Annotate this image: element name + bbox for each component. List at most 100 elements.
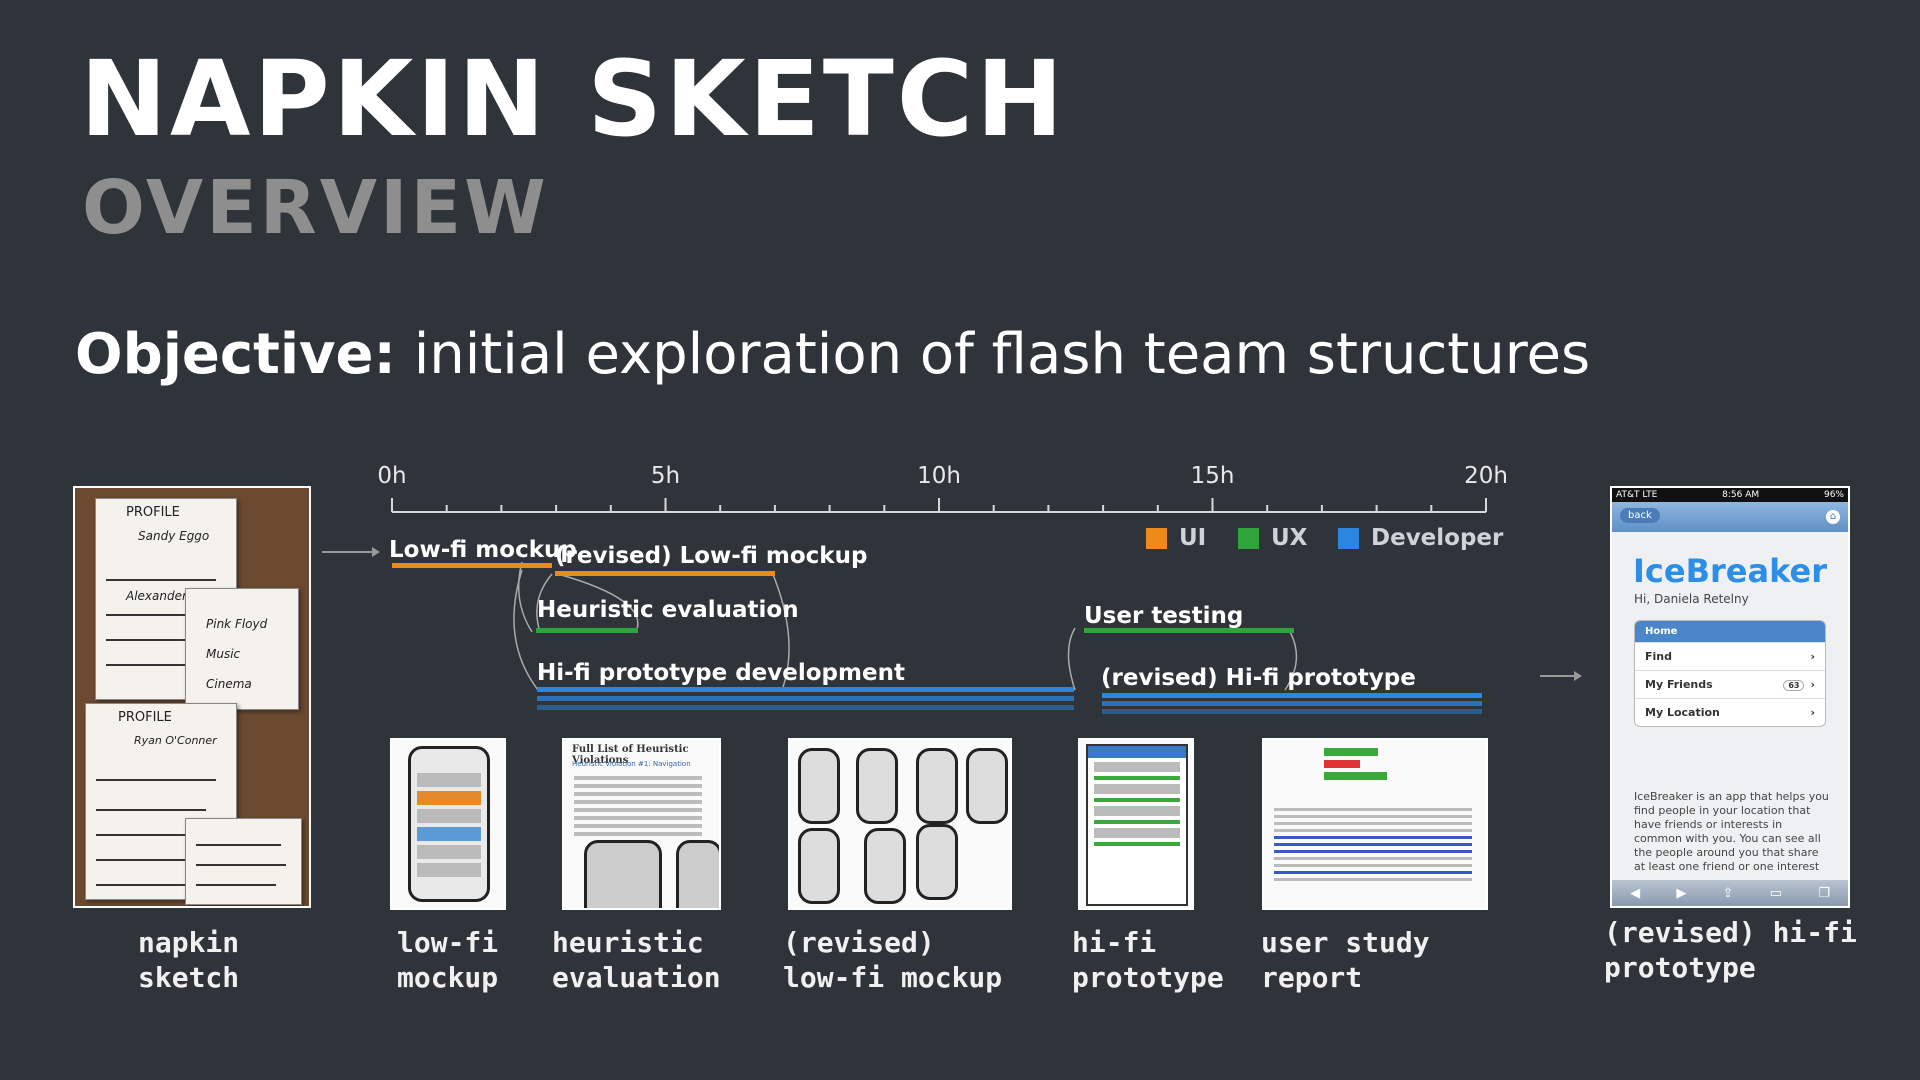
task-label-user-testing: User testing	[1084, 603, 1244, 629]
chevron-right-icon: ›	[1810, 650, 1815, 663]
napkin-sketch-image: PROFILE Sandy Eggo Alexander Pink Floyd …	[73, 486, 311, 908]
status-carrier: AT&T LTE	[1616, 490, 1658, 500]
phone-outline	[798, 748, 840, 824]
task-bar-revised-hifi-2	[1102, 701, 1482, 706]
legend-ux-swatch	[1238, 527, 1259, 549]
legend-developer-swatch	[1338, 527, 1359, 549]
caption-hifi-prototype: hi-fi prototype	[1072, 926, 1224, 994]
legend-ui-label: UI	[1179, 525, 1207, 551]
legend-ui: UI	[1146, 525, 1206, 551]
phone-screen	[1086, 744, 1188, 906]
menu-item-my-location[interactable]: My Location›	[1635, 698, 1825, 726]
sketch-item: Pink Floyd	[206, 617, 268, 631]
sketch-item: Cinema	[206, 677, 252, 691]
tick-label: 0h	[377, 463, 407, 489]
task-label-revised-lowfi: (revised) Low-fi mockup	[555, 543, 868, 569]
revised-hifi-prototype-image: AT&T LTE 8:56 AM 96% back ⌂ IceBreaker H…	[1610, 486, 1850, 908]
home-icon[interactable]: ⌂	[1826, 510, 1840, 524]
phone-outline	[584, 840, 662, 908]
flow-arrowhead	[372, 547, 380, 557]
back-button[interactable]: back	[1620, 508, 1660, 523]
dependency-arrow	[1284, 631, 1298, 691]
objective-line: Objective: initial exploration of flash …	[75, 322, 1590, 387]
task-bar-hifi-dev-2	[537, 696, 1074, 701]
app-logo: IceBreaker	[1633, 552, 1827, 590]
bookmarks-icon[interactable]: ▭	[1769, 885, 1782, 901]
sketch-item: Music	[206, 647, 241, 661]
report-figure	[1324, 744, 1414, 796]
dependency-arrow	[557, 573, 639, 633]
heuristic-doc-subtitle: Heuristic Violation #1: Navigation	[572, 760, 691, 768]
task-bar-revised-hifi-3	[1102, 709, 1482, 714]
legend-ui-swatch	[1146, 527, 1167, 549]
phone-status-bar: AT&T LTE 8:56 AM 96%	[1612, 488, 1848, 502]
task-bar-heuristic	[536, 628, 638, 633]
tabs-icon[interactable]: ❐	[1818, 885, 1830, 901]
task-bar-user-testing	[1084, 628, 1294, 633]
objective-text: initial exploration of flash team struct…	[395, 322, 1591, 387]
caption-heuristic-evaluation: heuristic evaluation	[552, 926, 721, 994]
sketch-profile-label: PROFILE	[126, 505, 180, 520]
objective-label: Objective:	[75, 322, 396, 387]
dependency-arrow	[513, 569, 539, 691]
phone-outline	[676, 840, 719, 908]
tick-label: 10h	[917, 463, 961, 489]
phone-outline	[864, 828, 906, 904]
task-label-revised-hifi: (revised) Hi-fi prototype	[1101, 665, 1416, 691]
sketch-item: Alexander	[126, 589, 187, 603]
heuristic-doc-title: Full List of Heuristic Violations	[572, 744, 689, 766]
forward-arrow-icon[interactable]: ▶	[1676, 885, 1687, 901]
task-bar-hifi-dev-3	[537, 705, 1074, 710]
legend-developer-label: Developer	[1371, 525, 1504, 551]
sketch-name: Sandy Eggo	[138, 529, 210, 543]
dependency-arrow	[536, 573, 553, 633]
legend-ux: UX	[1238, 525, 1307, 551]
menu-item-find[interactable]: Find ›	[1635, 642, 1825, 670]
task-label-lowfi: Low-fi mockup	[389, 537, 577, 563]
status-battery: 96%	[1823, 490, 1844, 500]
phone-outline	[966, 748, 1008, 824]
menu-item-label: My Friends	[1645, 678, 1713, 691]
phone-outline	[916, 748, 958, 824]
hifi-prototype-image	[1078, 738, 1194, 910]
menu-item-label: Find	[1645, 650, 1672, 663]
task-label-heuristic: Heuristic evaluation	[537, 597, 799, 623]
task-bar-revised-lowfi	[555, 571, 775, 576]
tick-label: 15h	[1190, 463, 1235, 489]
caption-user-study-report: user study report	[1261, 926, 1430, 994]
timeline-ticks	[391, 498, 1487, 512]
sketch-paper	[185, 818, 302, 905]
caption-lowfi-mockup: low-fi mockup	[397, 926, 499, 994]
menu-header[interactable]: Home	[1635, 621, 1825, 642]
task-bar-lowfi	[392, 563, 552, 568]
phone-nav-bar: back ⌂	[1612, 502, 1848, 532]
caption-revised-lowfi-mockup: (revised) low-fi mockup	[783, 926, 1003, 994]
slide-title: NAPKIN SKETCH	[80, 38, 1067, 160]
menu-item-my-friends[interactable]: My Friends 63 ›	[1635, 670, 1825, 698]
dependency-arrow	[1067, 627, 1076, 691]
dependency-arrow	[771, 571, 790, 691]
status-time: 8:56 AM	[1722, 490, 1760, 500]
phone-outline	[856, 748, 898, 824]
share-icon[interactable]: ⇪	[1722, 885, 1734, 901]
task-bar-hifi-dev-1	[537, 687, 1074, 692]
back-arrow-icon[interactable]: ◀	[1630, 885, 1641, 901]
task-label-hifi-dev: Hi-fi prototype development	[537, 660, 905, 686]
menu-item-label: My Location	[1645, 706, 1720, 719]
sketch-profile-label: PROFILE	[118, 710, 172, 725]
sketch-name: Ryan O'Conner	[134, 734, 217, 747]
phone-header	[1088, 746, 1186, 758]
slide-subtitle: OVERVIEW	[82, 165, 549, 251]
sketch-paper: Pink Floyd Music Cinema	[185, 588, 299, 710]
dependency-arrow	[517, 561, 533, 633]
tick-label: 20h	[1464, 463, 1508, 489]
flow-arrowhead	[1574, 671, 1582, 681]
caption-revised-hifi-prototype: (revised) hi-fi prototype	[1604, 916, 1857, 984]
friends-count-badge: 63	[1783, 680, 1805, 691]
chevron-right-icon: ›	[1810, 678, 1815, 691]
user-study-report-image	[1262, 738, 1488, 910]
caption-napkin-sketch: napkin sketch	[138, 926, 240, 994]
lowfi-mockup-image	[390, 738, 506, 910]
revised-lowfi-mockup-image	[788, 738, 1012, 910]
